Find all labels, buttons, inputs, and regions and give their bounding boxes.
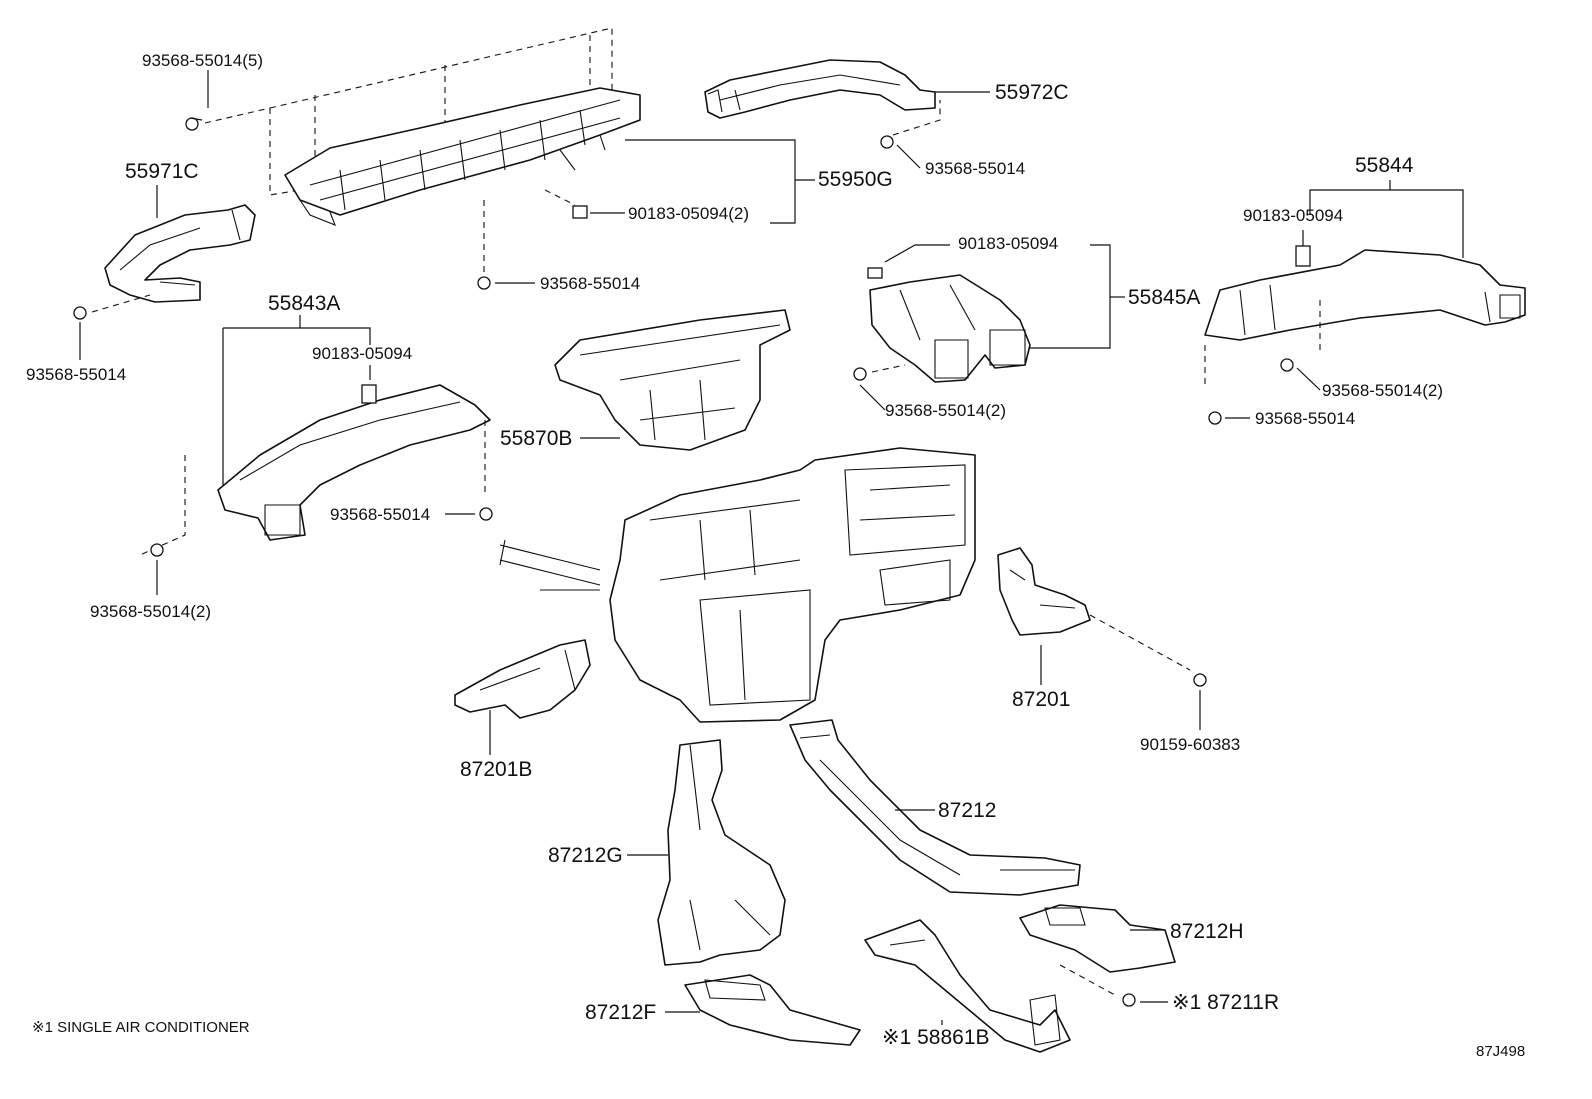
label-55870b: 55870B: [500, 427, 572, 450]
label-87212f: 87212F: [585, 1001, 656, 1024]
label-93568-55014-5: 93568-55014(5): [142, 51, 263, 70]
duct-58861b-drawing: [864, 919, 1071, 1053]
label-90183-05094-c: 90183-05094: [312, 344, 412, 363]
duct-55971c-drawing: [104, 204, 256, 303]
label-93568-55014-2c: 93568-55014(2): [90, 602, 211, 621]
duct-87212h-drawing: [1019, 904, 1176, 973]
label-58861b: ※1 58861B: [882, 1026, 990, 1049]
duct-87212-drawing: [789, 719, 1081, 896]
register-55870b-drawing: [554, 309, 791, 451]
duct-55844-drawing: [1204, 249, 1526, 385]
duct-55972c-drawing: [704, 59, 936, 119]
bracket-87201-drawing: [997, 547, 1091, 636]
diagram-code: 87J498: [1476, 1043, 1525, 1060]
bracket-87201b-drawing: [454, 639, 591, 719]
label-87201b: 87201B: [460, 758, 532, 781]
label-93568-55014-2b: 93568-55014(2): [885, 401, 1006, 420]
label-90183-05094-2: 90183-05094(2): [628, 204, 749, 223]
duct-55843a-drawing: [139, 384, 491, 556]
duct-55845a-drawing: [869, 274, 1031, 383]
ac-unit-assembly-drawing: [499, 447, 976, 723]
label-93568-55014-a: 93568-55014: [26, 365, 126, 384]
defroster-nozzle-55950g-drawing: [269, 27, 641, 226]
duct-87212g-drawing: [657, 739, 786, 966]
label-90183-05094-b: 90183-05094: [958, 234, 1058, 253]
callout-labels: 93568-55014(5) 55971C 93568-55014 55950G…: [26, 51, 1443, 1049]
label-87212: 87212: [938, 799, 996, 822]
label-93568-55014-e: 93568-55014: [330, 505, 430, 524]
label-93568-55014-d: 93568-55014: [1255, 409, 1355, 428]
label-87212g: 87212G: [548, 844, 623, 867]
label-90159-60383: 90159-60383: [1140, 735, 1240, 754]
label-87212h: 87212H: [1170, 920, 1244, 943]
label-90183-05094-a: 90183-05094: [1243, 206, 1343, 225]
label-87211r: ※1 87211R: [1172, 991, 1279, 1014]
label-87201: 87201: [1012, 688, 1070, 711]
label-93568-55014-2a: 93568-55014(2): [1322, 381, 1443, 400]
footnote: ※1 SINGLE AIR CONDITIONER: [32, 1019, 250, 1036]
label-55950g: 55950G: [818, 168, 893, 191]
label-55845a: 55845A: [1128, 286, 1200, 309]
label-55971c: 55971C: [125, 160, 199, 183]
label-93568-55014-b: 93568-55014: [540, 274, 640, 293]
leader-lines: [79, 70, 1464, 1025]
fasteners: [73, 117, 1311, 1007]
label-93568-55014-c: 93568-55014: [925, 159, 1025, 178]
label-55844: 55844: [1355, 154, 1414, 177]
label-55972c: 55972C: [995, 81, 1069, 104]
duct-87212f-drawing: [684, 974, 861, 1046]
label-55843a: 55843A: [268, 292, 340, 315]
